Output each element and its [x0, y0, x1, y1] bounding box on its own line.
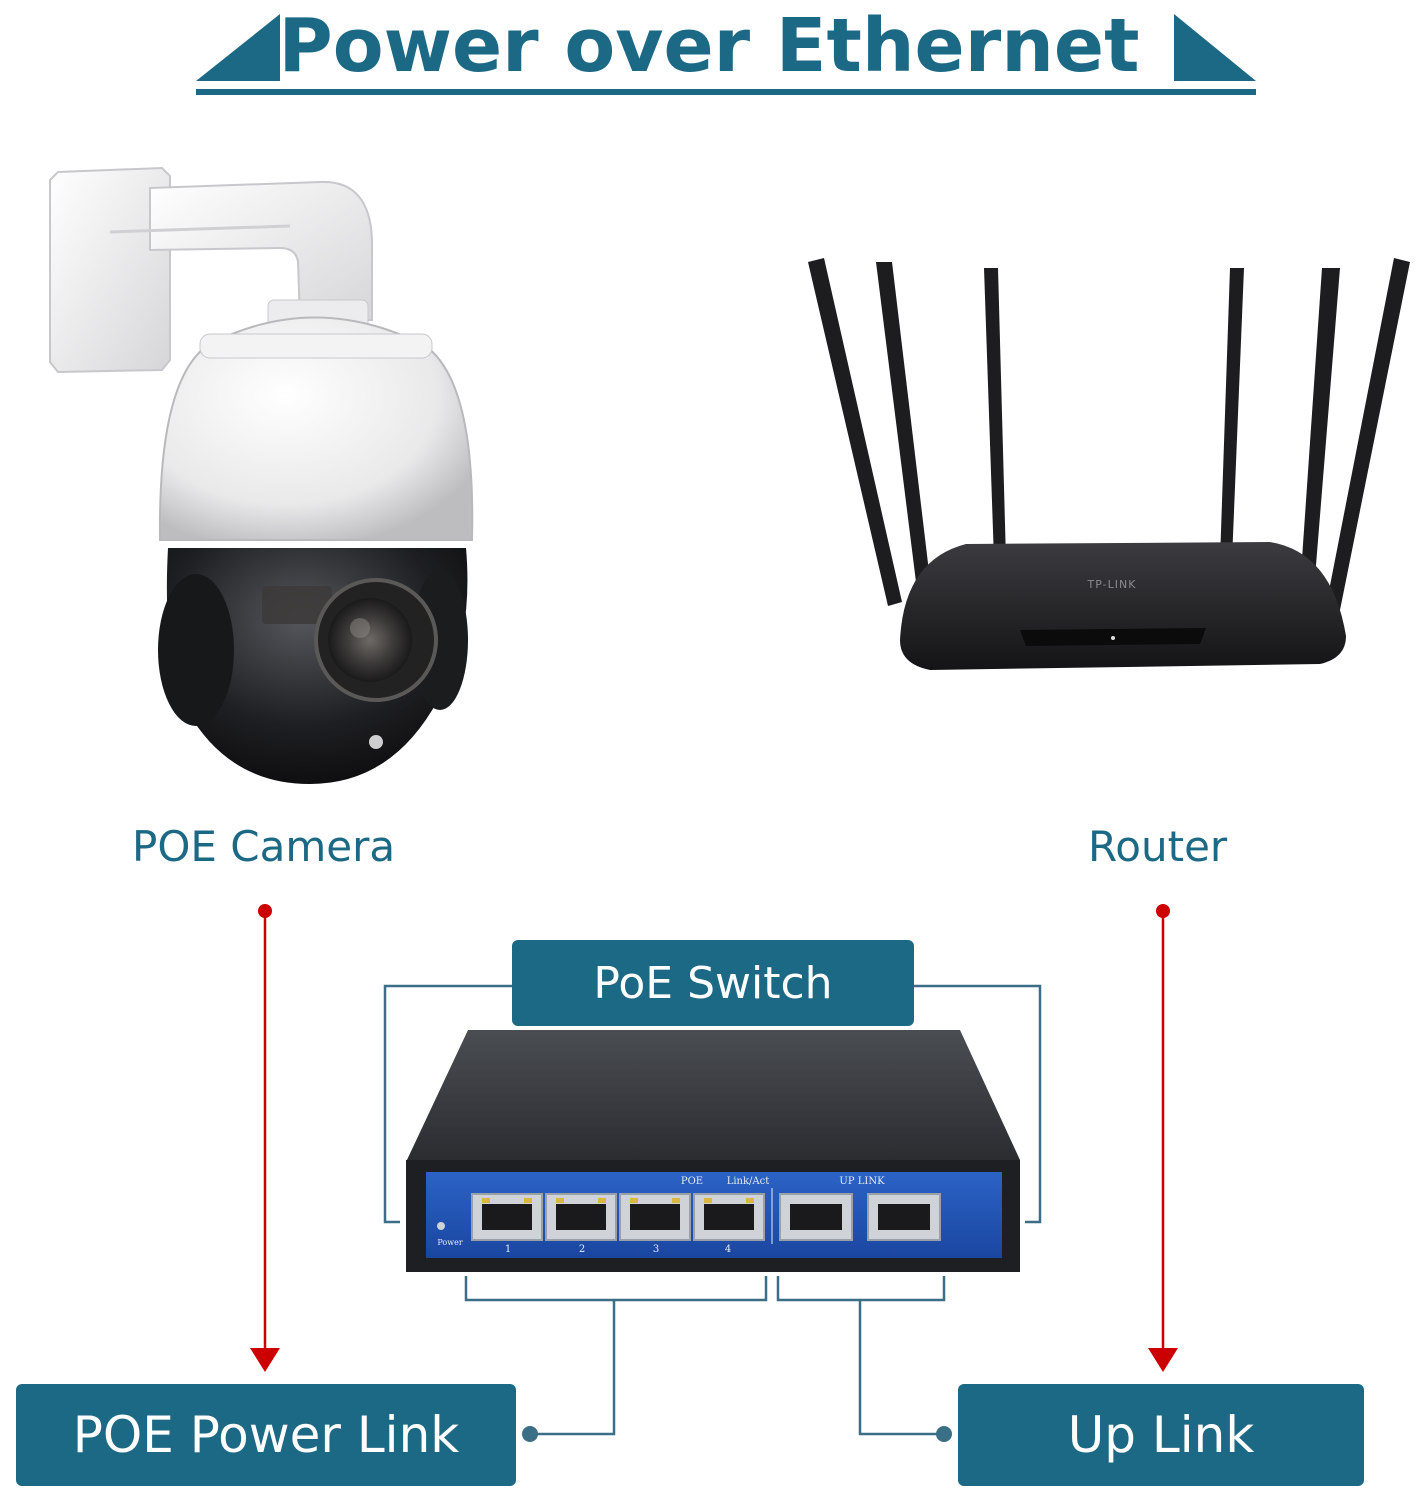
switch-port-4: 4	[725, 1244, 731, 1255]
ptz-dome-camera-icon	[49, 166, 474, 784]
switch-bracket	[383, 984, 1042, 1224]
switch-poe-label: POE	[681, 1176, 703, 1187]
router-brand-label: TP-LINK	[1087, 578, 1137, 591]
poe-switch-label: PoE Switch	[593, 957, 833, 1009]
switch-uplink-label: UP LINK	[839, 1176, 885, 1187]
switch-power-label: Power	[437, 1238, 462, 1247]
router-arrow	[1148, 904, 1178, 1372]
camera-arrow	[250, 904, 280, 1372]
uplink-connector-dot	[936, 1426, 952, 1442]
title-banner	[196, 14, 1256, 95]
title-right-triangle	[1174, 14, 1256, 81]
poe-power-link-label: POE Power Link	[72, 1406, 460, 1464]
up-link-box: Up Link	[958, 1384, 1364, 1486]
poe-power-link-box: POE Power Link	[16, 1384, 516, 1486]
poe-switch-label-box: PoE Switch	[512, 940, 914, 1026]
port-connectors	[464, 1276, 946, 1436]
router-label: Router	[1088, 822, 1228, 871]
up-link-label: Up Link	[1067, 1406, 1255, 1464]
title-left-triangle	[196, 14, 280, 81]
switch-link-act-label: Link/Act	[727, 1176, 770, 1187]
page-title: Power over Ethernet	[278, 3, 1140, 89]
wifi-router-icon: TP-LINK	[808, 258, 1410, 670]
poe-link-connector-dot	[522, 1426, 538, 1442]
switch-port-3: 3	[653, 1244, 659, 1255]
camera-label: POE Camera	[132, 822, 396, 871]
switch-port-2: 2	[579, 1244, 585, 1255]
switch-port-1: 1	[505, 1244, 511, 1255]
poe-switch-icon: Power POE Link/Act UP LINK 1 2 3 4	[406, 1030, 1020, 1272]
title-underline	[196, 89, 1256, 95]
